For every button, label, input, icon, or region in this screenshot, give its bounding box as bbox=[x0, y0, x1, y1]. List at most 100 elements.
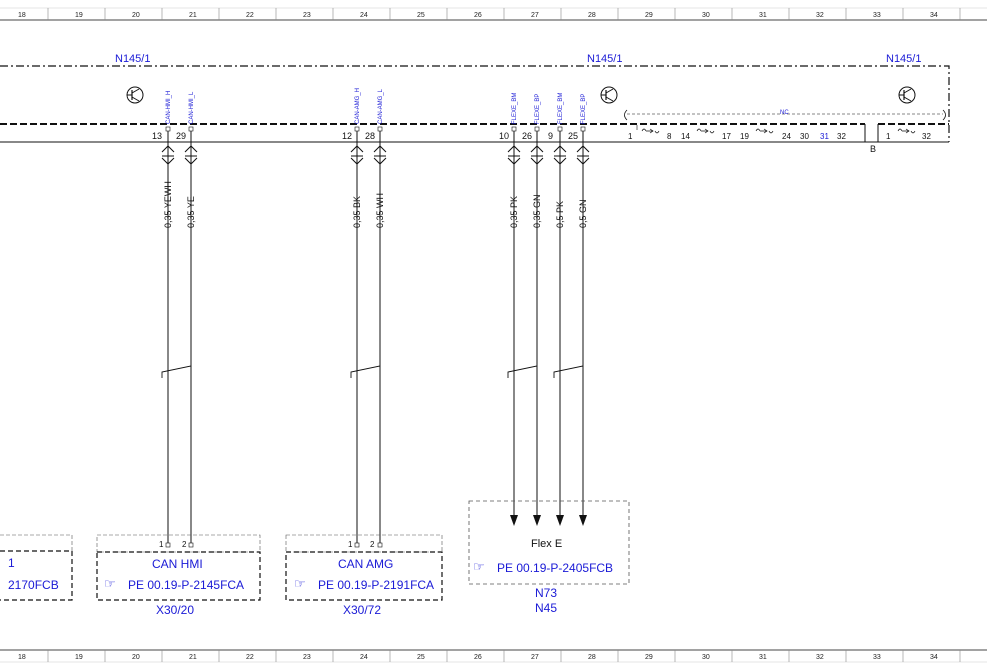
wire-label: 0,35 YE bbox=[186, 196, 196, 228]
ruler-column-number: 25 bbox=[417, 654, 425, 661]
pin-number: 13 bbox=[152, 131, 162, 141]
arrow-down-icon bbox=[510, 515, 518, 526]
plug-connector-icon bbox=[530, 145, 544, 165]
ruler-column-number: 30 bbox=[702, 654, 710, 661]
connector-designator: X30/20 bbox=[156, 603, 194, 617]
module-n145-box bbox=[0, 65, 950, 143]
component-box-flex-e bbox=[468, 500, 630, 585]
ruler-column-number: 33 bbox=[873, 12, 881, 19]
pin-number: 9 bbox=[548, 131, 553, 141]
twisted-pair-mark bbox=[350, 360, 381, 378]
nc-pin: 30 bbox=[800, 132, 809, 141]
top-ruler bbox=[0, 7, 987, 21]
connector-partial-ref[interactable]: 2170FCB bbox=[8, 578, 59, 592]
signal-name: FLEXE_BM bbox=[558, 93, 564, 124]
ruler-column-number: 28 bbox=[588, 654, 596, 661]
module-label-1: N145/1 bbox=[115, 53, 150, 65]
ruler-column-number: 27 bbox=[531, 654, 539, 661]
nc-pin: 17 bbox=[722, 132, 731, 141]
ruler-column-number: 23 bbox=[303, 654, 311, 661]
ruler-column-number: 20 bbox=[132, 654, 140, 661]
pin-terminal bbox=[188, 126, 194, 132]
wire-label: 0,35 WH bbox=[375, 193, 385, 228]
ruler-column-number: 32 bbox=[816, 654, 824, 661]
ruler-column-number: 34 bbox=[930, 654, 938, 661]
plug-connector-icon bbox=[350, 145, 364, 165]
connector-b-pin: 1 bbox=[886, 132, 891, 141]
plug-connector-icon bbox=[553, 145, 567, 165]
nc-pin: 8 bbox=[667, 132, 672, 141]
connector-box-partial bbox=[0, 534, 73, 601]
arrow-down-icon bbox=[579, 515, 587, 526]
ruler-column-number: 29 bbox=[645, 12, 653, 19]
pin-terminal bbox=[377, 542, 383, 548]
connector-pin: 1 bbox=[159, 540, 164, 549]
transistor-icon bbox=[898, 86, 916, 104]
ruler-column-number: 28 bbox=[588, 12, 596, 19]
pin-terminal bbox=[188, 542, 194, 548]
ruler-column-number: 19 bbox=[75, 654, 83, 661]
ruler-column-number: 27 bbox=[531, 12, 539, 19]
ruler-column-number: 34 bbox=[930, 12, 938, 19]
wire-label: 0,35 BK bbox=[352, 196, 362, 228]
pin-number: 25 bbox=[568, 131, 578, 141]
signal-name: CAN-AMG_L bbox=[378, 88, 384, 124]
connector-title: CAN AMG bbox=[338, 557, 393, 571]
pin-number: 10 bbox=[499, 131, 509, 141]
nc-pin: 1 bbox=[628, 132, 633, 141]
ruler-column-number: 22 bbox=[246, 654, 254, 661]
arrow-down-icon bbox=[556, 515, 564, 526]
component-ref-link[interactable]: PE 00.19-P-2405FCB bbox=[497, 561, 613, 575]
connector-ref-link[interactable]: PE 00.19-P-2191FCA bbox=[318, 578, 434, 592]
pin-terminal bbox=[165, 542, 171, 548]
connector-pin: 2 bbox=[182, 540, 187, 549]
bottom-ruler bbox=[0, 649, 987, 663]
connector-box-can-hmi bbox=[96, 534, 261, 601]
ruler-column-number: 21 bbox=[189, 12, 197, 19]
nc-pin-list: 1 8 14 17 19 24 30 31 32 bbox=[628, 125, 846, 141]
plug-connector-icon bbox=[507, 145, 521, 165]
ruler-column-number: 20 bbox=[132, 12, 140, 19]
pin-terminal bbox=[377, 126, 383, 132]
connector-ref-link[interactable]: PE 00.19-P-2145FCA bbox=[128, 578, 244, 592]
ruler-column-number: 23 bbox=[303, 12, 311, 19]
connector-partial-title: 1 bbox=[8, 556, 15, 570]
wire-label: 0,35 PK bbox=[509, 196, 519, 228]
arrow-down-icon bbox=[533, 515, 541, 526]
pin-terminal bbox=[534, 126, 540, 132]
ruler-column-number: 21 bbox=[189, 654, 197, 661]
signal-name: FLEXE_BP bbox=[535, 94, 541, 124]
component-title: Flex E bbox=[531, 538, 562, 550]
connector-b-pin: 32 bbox=[922, 132, 931, 141]
ruler-column-number: 24 bbox=[360, 654, 368, 661]
wire-label: 0,5 PK bbox=[555, 201, 565, 228]
twisted-pair-mark bbox=[161, 360, 192, 378]
module-label-3: N145/1 bbox=[886, 53, 921, 65]
plug-connector-icon bbox=[373, 145, 387, 165]
pin-terminal bbox=[511, 126, 517, 132]
connector-box-can-amg bbox=[285, 534, 443, 601]
ruler-column-number: 25 bbox=[417, 12, 425, 19]
transistor-icon bbox=[126, 86, 144, 104]
plug-connector-icon bbox=[184, 145, 198, 165]
connector-b-label: B bbox=[870, 144, 876, 154]
component-designator: N73 bbox=[535, 586, 557, 600]
ruler-column-number: 26 bbox=[474, 12, 482, 19]
nc-pin: 14 bbox=[681, 132, 690, 141]
pointer-hand-icon: ☞ bbox=[104, 576, 116, 591]
pin-terminal bbox=[580, 126, 586, 132]
nc-label: NC bbox=[780, 110, 789, 116]
pointer-hand-icon: ☞ bbox=[294, 576, 306, 591]
twisted-pair-mark bbox=[507, 360, 538, 378]
connector-pin: 2 bbox=[370, 540, 375, 549]
nc-pin: 32 bbox=[837, 132, 846, 141]
pin-number: 26 bbox=[522, 131, 532, 141]
connector-designator: X30/72 bbox=[343, 603, 381, 617]
twisted-pair-mark bbox=[553, 360, 584, 378]
ruler-column-number: 22 bbox=[246, 12, 254, 19]
pin-terminal bbox=[165, 126, 171, 132]
wire-label: 0,35 YEWH bbox=[163, 181, 173, 228]
pointer-hand-icon: ☞ bbox=[473, 559, 485, 574]
ruler-column-number: 33 bbox=[873, 654, 881, 661]
